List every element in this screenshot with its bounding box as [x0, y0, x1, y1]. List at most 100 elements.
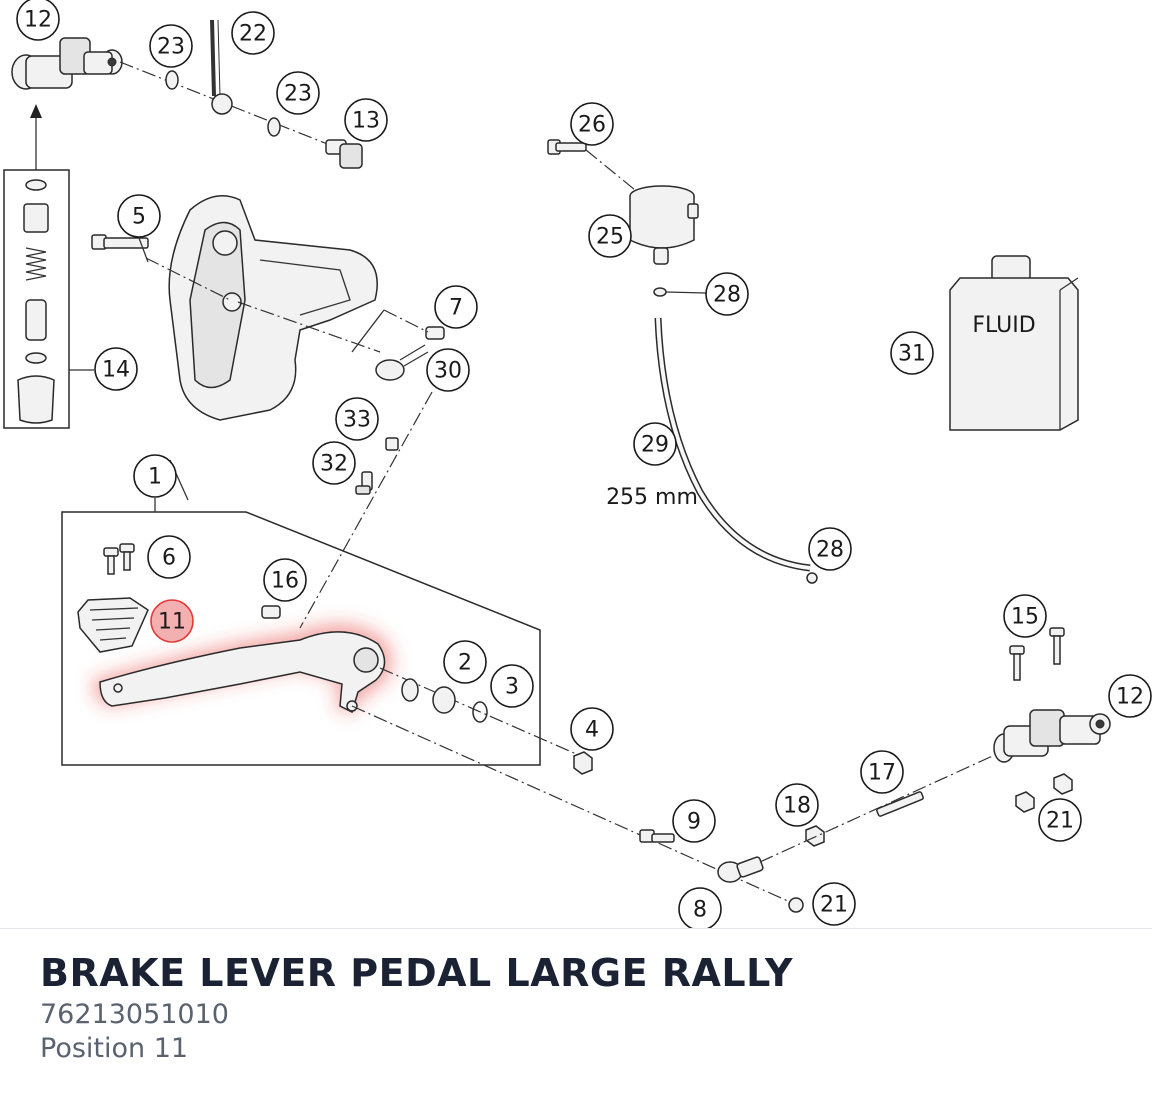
callout-33: 33 — [335, 397, 379, 441]
pedal-assembly-frame — [61, 511, 541, 766]
callout-label: 32 — [320, 452, 348, 477]
hose-length-label: 255 mm — [606, 485, 698, 510]
callout-label: 1 — [148, 465, 162, 490]
callout-label: 15 — [1011, 605, 1039, 630]
callout-label: 6 — [162, 546, 176, 571]
callout-label: 7 — [449, 296, 463, 321]
callout-28: 28 — [808, 527, 852, 571]
banjo-bolt-part — [325, 139, 363, 169]
nuts-part — [1015, 773, 1073, 813]
callout-6: 6 — [147, 535, 191, 579]
callout-30: 30 — [426, 348, 470, 392]
callout-label: 21 — [1046, 809, 1074, 834]
nut-part — [788, 897, 804, 913]
bushing-part — [432, 686, 456, 714]
callout-16: 16 — [263, 558, 307, 602]
pivot-bolt-part — [91, 234, 149, 250]
reservoir-bolt-part — [547, 139, 587, 155]
part-info-panel: BRAKE LEVER PEDAL LARGE RALLY 7621305101… — [0, 928, 1152, 1099]
hose-clamp-part — [806, 572, 818, 584]
callout-label: 3 — [505, 675, 519, 700]
clevis-part — [717, 856, 764, 883]
pin-part — [639, 829, 675, 843]
callout-13: 13 — [344, 98, 388, 142]
nut-part — [573, 751, 593, 775]
callout-7: 7 — [434, 285, 478, 329]
callout-11: 11 — [150, 599, 194, 643]
bolts-part — [1009, 627, 1065, 681]
callout-label: 12 — [1116, 685, 1144, 710]
callout-label: 23 — [157, 35, 185, 60]
callout-9: 9 — [672, 799, 716, 843]
clip-part — [375, 344, 429, 381]
callout-label: 2 — [458, 651, 472, 676]
callout-label: 16 — [271, 569, 299, 594]
callout-23: 23 — [276, 71, 320, 115]
callout-32: 32 — [312, 441, 356, 485]
callout-2: 2 — [443, 640, 487, 684]
callout-5: 5 — [117, 194, 161, 238]
callout-22: 22 — [231, 11, 275, 55]
brake-hose-banjo-part — [210, 19, 233, 115]
callout-label: 14 — [102, 358, 130, 383]
callout-31: 31 — [890, 331, 934, 375]
adjusting-screw-part — [355, 471, 373, 495]
grub-screw-part — [385, 437, 399, 451]
callout-4: 4 — [570, 707, 614, 751]
brake-fluid-container-part — [949, 255, 1079, 431]
callout-26: 26 — [570, 102, 614, 146]
callout-label: 22 — [239, 22, 267, 47]
callout-14: 14 — [94, 347, 138, 391]
callout-label: 18 — [783, 794, 811, 819]
part-name: BRAKE LEVER PEDAL LARGE RALLY — [40, 951, 793, 995]
callout-3: 3 — [490, 664, 534, 708]
exploded-parts-diagram: FLUID 255 mm 122322231326252857301433321… — [3, 0, 1152, 928]
callout-18: 18 — [775, 783, 819, 827]
callout-28: 28 — [705, 272, 749, 316]
callout-25: 25 — [588, 214, 632, 258]
pin-part — [425, 326, 445, 340]
callout-1: 1 — [133, 454, 177, 498]
callout-label: 28 — [713, 283, 741, 308]
callout-21: 21 — [1038, 798, 1082, 842]
washer-part — [267, 117, 281, 137]
callout-label: 12 — [24, 8, 52, 33]
callout-label: 8 — [693, 898, 707, 923]
repair-kit-frame — [3, 169, 70, 429]
callout-label: 5 — [132, 205, 146, 230]
callout-23: 23 — [149, 24, 193, 68]
callout-21: 21 — [812, 882, 856, 926]
callout-label: 30 — [434, 359, 462, 384]
callout-label: 29 — [641, 433, 669, 458]
highlighted-brake-lever — [92, 623, 393, 715]
pushrod-part — [876, 791, 924, 817]
callout-17: 17 — [860, 750, 904, 794]
callout-label: 23 — [284, 82, 312, 107]
callout-label: 31 — [898, 342, 926, 367]
washer-part — [165, 70, 179, 90]
part-number: 76213051010 — [40, 999, 229, 1030]
callout-label: 11 — [158, 610, 186, 635]
callout-12: 12 — [16, 0, 60, 41]
stop-screw-part — [261, 605, 281, 619]
callout-label: 28 — [816, 538, 844, 563]
fluid-label: FLUID — [972, 313, 1035, 338]
hose-clamp-part — [653, 287, 667, 297]
bolts-part — [103, 543, 135, 575]
callout-15: 15 — [1003, 594, 1047, 638]
callout-12: 12 — [1108, 674, 1152, 718]
callout-label: 25 — [596, 225, 624, 250]
lock-nut-part — [805, 825, 825, 847]
pedal-step-part — [77, 597, 149, 653]
reservoir-part — [629, 185, 699, 265]
callout-label: 4 — [585, 718, 599, 743]
master-cylinder-part — [11, 37, 123, 90]
callout-29: 29 — [633, 422, 677, 466]
repair-kit-parts — [17, 179, 55, 424]
callout-label: 13 — [352, 109, 380, 134]
callout-label: 26 — [578, 113, 606, 138]
master-cylinder-part — [993, 709, 1111, 763]
part-position: Position 11 — [40, 1033, 189, 1064]
bushing-part — [401, 678, 419, 702]
pedal-bracket-part — [168, 195, 378, 421]
